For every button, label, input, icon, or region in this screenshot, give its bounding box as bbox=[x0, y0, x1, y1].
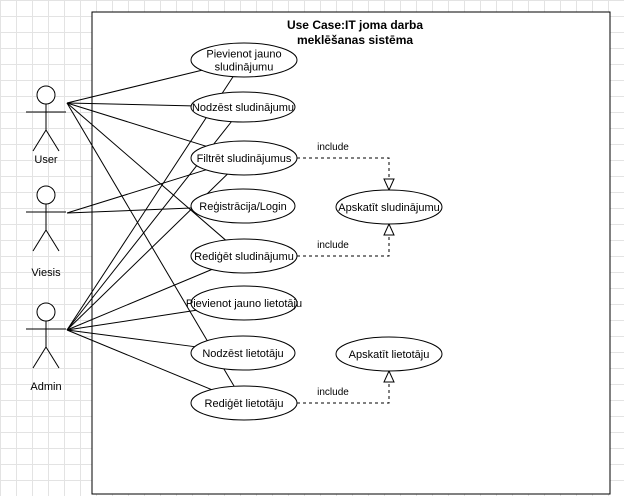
use-case-ellipse bbox=[190, 42, 298, 78]
use-case-label: Pievienot jauno lietotāju bbox=[186, 298, 302, 310]
use-case-uc6: Pievienot jauno lietotāju bbox=[186, 285, 302, 321]
use-case-ellipse bbox=[335, 336, 443, 372]
actor-left-leg bbox=[32, 346, 47, 369]
actor-admin: Admin bbox=[26, 302, 66, 393]
actor-right-leg bbox=[45, 346, 60, 369]
include-label: include bbox=[317, 240, 349, 251]
include-uc3-uc9: include bbox=[297, 142, 395, 192]
association-viesis-uc4 bbox=[66, 207, 192, 214]
use-case-label: Pievienot jauno bbox=[206, 49, 281, 61]
actor-right-leg bbox=[45, 229, 60, 252]
include-uc8-uc10: include bbox=[297, 369, 395, 404]
use-case-ellipse bbox=[190, 285, 298, 321]
use-case-ellipse bbox=[190, 188, 296, 224]
actor-left-leg bbox=[32, 129, 47, 152]
use-case-ellipse bbox=[190, 140, 298, 176]
system-title-line2: meklēšanas sistēma bbox=[297, 33, 413, 47]
include-relations: include include include bbox=[297, 142, 395, 404]
actor-head bbox=[36, 85, 56, 105]
include-line bbox=[297, 157, 390, 179]
use-case-label: Filtrēt sludinājumus bbox=[197, 153, 292, 165]
actor-head bbox=[36, 185, 56, 205]
use-case-uc5: Rediģēt sludinājumu bbox=[190, 238, 298, 274]
association-user-uc8 bbox=[66, 102, 235, 387]
use-case-label: Reģistrācija/Login bbox=[199, 200, 286, 213]
association-admin-uc8 bbox=[66, 329, 212, 391]
use-case-uc2: Nodzēst sludinājumu bbox=[190, 91, 296, 123]
association-viesis-uc3 bbox=[66, 169, 207, 214]
use-case-uc7: Nodzēst lietotāju bbox=[190, 335, 296, 371]
include-arrowhead bbox=[383, 178, 395, 192]
use-case-ellipse bbox=[190, 385, 298, 421]
actor-user: User bbox=[26, 85, 66, 166]
actor-label: Admin bbox=[30, 381, 61, 393]
actor-label: User bbox=[34, 154, 58, 166]
use-case-ellipse bbox=[190, 91, 296, 123]
use-case-uc10: Apskatīt lietotāju bbox=[335, 336, 443, 372]
include-line bbox=[297, 382, 390, 404]
actor-viesis: Viesis bbox=[26, 185, 66, 279]
use-case-label: Rediģēt lietotāju bbox=[205, 397, 284, 410]
association-admin-uc6 bbox=[66, 309, 197, 331]
actor-left-leg bbox=[32, 229, 47, 252]
use-case-ellipse bbox=[335, 189, 443, 225]
system-title-line1: Use Case:IT joma darba bbox=[287, 18, 423, 32]
use-case-ellipse bbox=[190, 335, 296, 371]
use-case-uc4: Reģistrācija/Login bbox=[190, 188, 296, 224]
use-case-label: sludinājumu bbox=[215, 62, 274, 74]
association-user-uc5 bbox=[66, 102, 226, 241]
use-case-label: Apskatīt lietotāju bbox=[349, 349, 430, 361]
include-arrowhead bbox=[383, 369, 395, 383]
association-user-uc2 bbox=[66, 102, 192, 107]
use-case-label: Nodzēst sludinājumu bbox=[192, 102, 294, 114]
include-label: include bbox=[317, 387, 349, 398]
association-admin-uc1 bbox=[66, 76, 234, 331]
use-case-label: Rediģēt sludinājumu bbox=[194, 250, 294, 263]
actor-right-leg bbox=[45, 129, 60, 152]
system-boundary bbox=[91, 11, 611, 495]
include-arrowhead bbox=[383, 222, 395, 236]
include-uc5-uc9: include bbox=[297, 222, 395, 257]
use-case-uc9: Apskatīt sludinājumu bbox=[335, 189, 443, 225]
association-admin-uc5 bbox=[66, 269, 212, 331]
actor-label: Viesis bbox=[31, 267, 61, 279]
association-user-uc3 bbox=[66, 102, 207, 147]
association-admin-uc7 bbox=[66, 329, 195, 348]
include-label: include bbox=[317, 142, 349, 153]
use-case-uc8: Rediģēt lietotāju bbox=[190, 385, 298, 421]
actor-head bbox=[36, 302, 56, 322]
association-user-uc1 bbox=[66, 69, 202, 104]
use-case-label: Apskatīt sludinājumu bbox=[338, 202, 440, 214]
use-case-label: Nodzēst lietotāju bbox=[202, 348, 283, 360]
use-case-ellipse bbox=[190, 238, 298, 274]
include-line bbox=[297, 235, 390, 257]
use-case-uc3: Filtrēt sludinājumus bbox=[190, 140, 298, 176]
